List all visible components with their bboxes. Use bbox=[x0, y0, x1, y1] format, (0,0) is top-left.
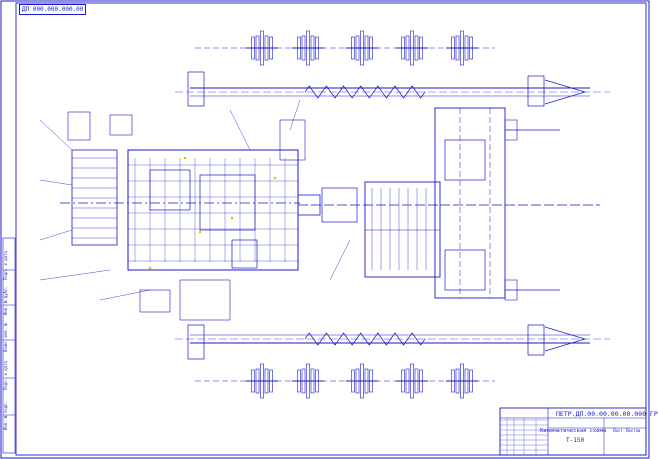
document-number: ПЕТР.ДП.00.00.00.00.000 ГР bbox=[556, 410, 658, 418]
engine-block bbox=[71, 149, 118, 246]
title-block: ПЕТР.ДП.00.00.00.00.000 ГР Кинематическа… bbox=[500, 408, 658, 456]
inner-frame bbox=[15, 2, 647, 456]
upper-left-hub bbox=[187, 71, 205, 107]
sheet-label: Лист bbox=[613, 428, 623, 433]
rear-axle-frame bbox=[434, 107, 506, 299]
top-left-stamp: ДП 000.000.000.00 bbox=[19, 4, 87, 15]
highlight-mark-5 bbox=[230, 216, 234, 220]
strip-label-1: Инв. № подл. bbox=[3, 401, 8, 430]
highlight-mark-1 bbox=[183, 156, 187, 160]
transmission-box bbox=[364, 181, 441, 278]
highlight-mark-3 bbox=[273, 176, 277, 180]
strip-label-3: Взам. инв. № bbox=[3, 323, 8, 352]
strip-label-5: Подп. и дата bbox=[3, 251, 8, 280]
lower-left-hub bbox=[187, 324, 205, 360]
top-gear-pack-4 bbox=[396, 30, 428, 66]
drawing-title: Кинематическая схема bbox=[540, 428, 607, 434]
tractor-model: Т-150 bbox=[566, 437, 585, 444]
lower-right-cone bbox=[544, 326, 587, 352]
strip-label-4: Инв. № дубл. bbox=[3, 286, 8, 315]
binding-strip bbox=[2, 237, 16, 454]
strip-label-2: Подп. и дата bbox=[3, 361, 8, 390]
upper-right-hub bbox=[527, 75, 545, 107]
highlight-mark-2 bbox=[198, 230, 202, 234]
sheets-label: Листов bbox=[626, 428, 641, 433]
left-strip: Инв. № подл. Подп. и дата Взам. инв. № И… bbox=[3, 240, 15, 450]
lower-right-hub bbox=[527, 324, 545, 356]
highlight-mark-4 bbox=[148, 266, 152, 270]
upper-right-cone bbox=[544, 79, 587, 105]
